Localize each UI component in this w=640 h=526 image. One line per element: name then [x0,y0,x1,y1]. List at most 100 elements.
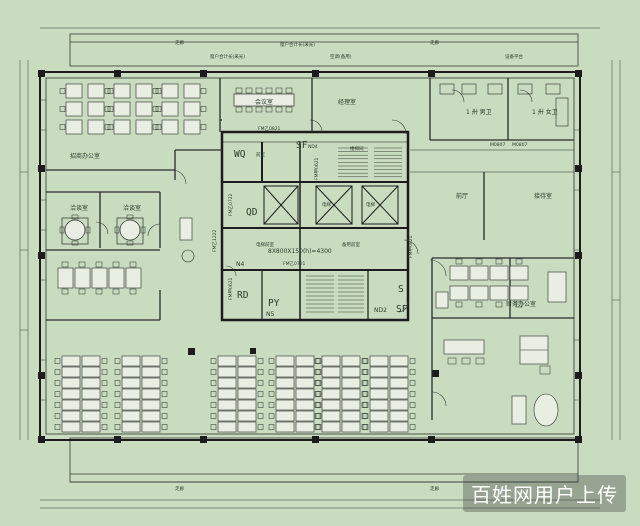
desk [81,421,101,433]
label-front: 前室 [256,151,265,158]
chair [268,424,275,430]
code-fm7: FM乙0721 [283,260,306,267]
chair [140,226,146,234]
desk [87,101,105,117]
chair [78,288,86,295]
code-fm3: FM甲0621 [314,157,320,180]
chair [101,358,108,364]
chair [210,369,217,375]
desk [217,399,237,411]
chair [475,357,485,365]
door-swings [95,89,533,407]
chair [362,402,369,408]
desk [81,388,101,400]
desk [217,421,237,433]
meeting-chairs [235,87,293,113]
chair [314,358,321,364]
desk [321,421,341,433]
meeting-chair [275,106,283,113]
desk [341,377,361,389]
chair [129,261,137,268]
chair [314,369,321,375]
chair [54,391,61,397]
workstation-desks [57,83,529,433]
label-negotiation-1: 洽谈室 [70,204,88,212]
desk [74,267,91,289]
desk [321,355,341,367]
chair [114,358,121,364]
code-sf-top: SF [296,140,308,151]
chair [314,424,321,430]
chair [210,413,217,419]
desk [369,366,389,378]
chair [161,424,168,430]
desk [217,355,237,367]
chair [268,380,275,386]
meeting-chair [245,87,253,94]
desk [161,83,179,99]
desk [237,421,257,433]
structural-columns [38,70,582,443]
chair [61,261,69,268]
label-negotiation-2: 洽谈室 [123,204,141,212]
chair [155,106,162,112]
desk [295,399,315,411]
desk [65,119,83,135]
code-fm6: FM乙1222 [211,229,218,252]
label-elevator-a: 电梯 [366,201,375,208]
desk [87,119,105,135]
label-meeting-room: 会议室 [255,98,273,106]
chair [314,391,321,397]
watermark: 百姓网用户上传 [463,475,626,512]
chair [155,124,162,130]
chair [447,357,457,365]
label-stair-note: 楼梯间 [350,145,364,152]
desk [321,410,341,422]
chair [126,240,134,246]
desk [81,399,101,411]
desk [341,410,361,422]
chair [71,240,79,246]
chair [268,369,275,375]
desk [183,119,201,135]
chair [539,365,551,375]
chair [461,357,471,365]
chair [257,391,264,397]
desk [141,355,161,367]
room-labels: 窗户合计长(采光) 窗户合计长(采光) 空调(备用) 设备平台 走廊 走廊 走廊… [70,39,558,492]
label-toilet-male: 1 卅 男卫 [466,109,492,116]
desk [87,83,105,99]
desk [295,421,315,433]
desk [121,377,141,389]
chair [409,391,416,397]
desk [295,410,315,422]
chair [114,380,121,386]
desk [237,399,257,411]
desk [108,267,125,289]
desk [141,410,161,422]
chair [268,413,275,419]
desk [113,101,131,117]
desk [121,366,141,378]
desk [61,355,81,367]
desk [81,366,101,378]
desk [237,366,257,378]
code-nd4: ND4 [308,144,318,150]
chair [104,124,111,130]
desk [321,399,341,411]
desk [369,410,389,422]
chair [257,424,264,430]
desk [81,410,101,422]
code-s: S [398,284,404,295]
label-window-top-2: 窗户合计长(采光) [210,53,245,60]
desk [141,366,161,378]
label-corridor-top-2: 走廊 [430,39,439,46]
desk [295,366,315,378]
desk [217,377,237,389]
desk [341,421,361,433]
desk [237,388,257,400]
chair [362,358,369,364]
label-elevator-b: 电梯 [322,201,331,208]
desk [217,410,237,422]
chair [114,369,121,375]
